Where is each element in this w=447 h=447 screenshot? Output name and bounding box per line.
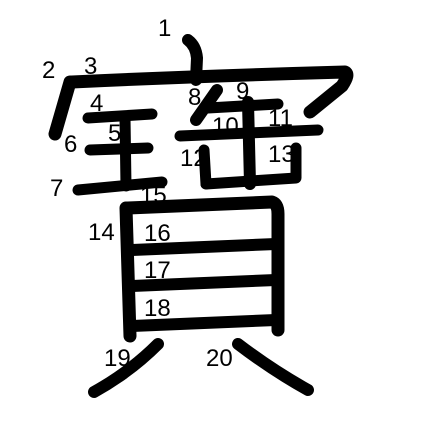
stroke-number-label: 8 bbox=[188, 84, 201, 111]
stroke-18 bbox=[126, 314, 282, 332]
stroke-number-label: 6 bbox=[64, 131, 77, 158]
stroke-number-label: 12 bbox=[180, 145, 207, 172]
stroke-15 bbox=[121, 195, 285, 337]
stroke-number-label: 4 bbox=[90, 90, 103, 117]
stroke-1 bbox=[182, 34, 203, 86]
stroke-2 bbox=[48, 75, 77, 141]
stroke-number-label: 18 bbox=[144, 295, 171, 322]
stroke-12 bbox=[198, 144, 212, 190]
stroke-number-label: 9 bbox=[236, 78, 249, 105]
stroke-number-label: 7 bbox=[50, 175, 63, 202]
stroke-number-label: 1 bbox=[158, 15, 171, 42]
stroke-number-label: 16 bbox=[144, 220, 171, 247]
stroke-6 bbox=[84, 142, 154, 156]
stroke-number-label: 2 bbox=[42, 57, 55, 84]
stroke-13 bbox=[200, 142, 302, 190]
stroke-number-label: 14 bbox=[88, 219, 115, 246]
stroke-number-label: 5 bbox=[108, 120, 121, 147]
stroke-number-label: 20 bbox=[206, 345, 233, 372]
stroke-11 bbox=[242, 96, 256, 190]
stroke-number-label: 3 bbox=[84, 53, 97, 80]
stroke-number-label: 19 bbox=[104, 345, 131, 372]
stroke-14 bbox=[119, 201, 137, 343]
stroke-number-label: 13 bbox=[268, 141, 295, 168]
stroke-16 bbox=[126, 238, 282, 256]
stroke-20 bbox=[232, 338, 314, 396]
stroke-19 bbox=[88, 338, 164, 398]
stroke-number-label: 10 bbox=[212, 113, 239, 140]
stroke-7 bbox=[72, 176, 168, 196]
stroke-number-label: 17 bbox=[144, 257, 171, 284]
stroke-number-label: 11 bbox=[268, 105, 293, 132]
stroke-number-label: 15 bbox=[140, 182, 167, 209]
stroke-3 bbox=[65, 65, 354, 119]
stroke-17 bbox=[126, 274, 282, 292]
